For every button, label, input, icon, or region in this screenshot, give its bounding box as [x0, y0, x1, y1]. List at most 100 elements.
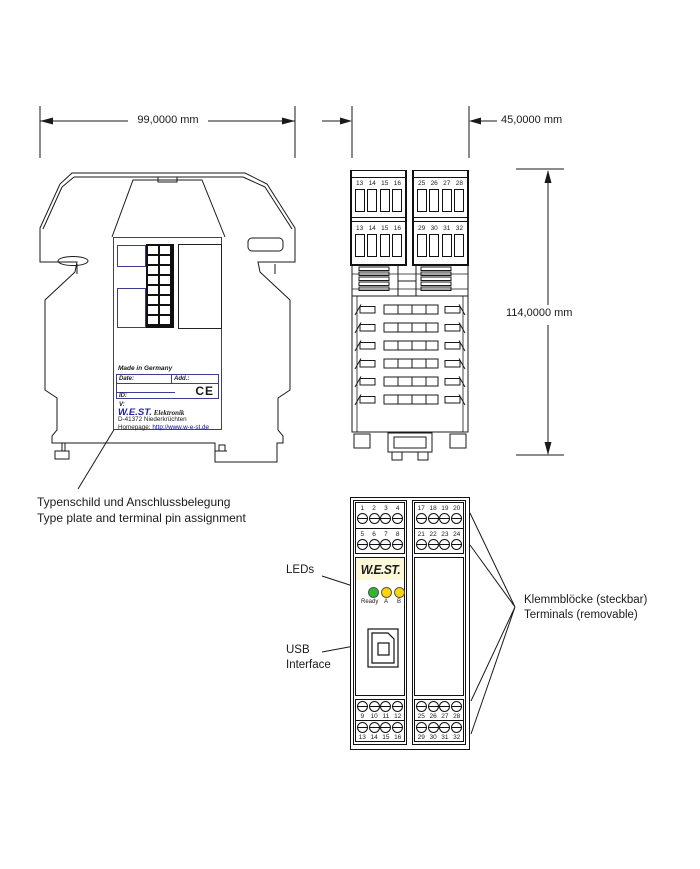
label-box-small-bottom — [117, 288, 146, 328]
terminal: 29 — [415, 721, 427, 741]
terminal-number: 14 — [368, 225, 376, 232]
block-top-strip — [352, 171, 405, 178]
screw-terminal-icon — [368, 701, 380, 712]
add-label: Add.: — [174, 376, 190, 382]
block-divider — [414, 217, 467, 222]
type-plate-annotation-de: Typenschild und Anschlussbelegung — [37, 495, 231, 509]
terminal-slot-icon — [454, 234, 465, 257]
screw-terminal-icon — [451, 538, 463, 550]
brand-line: W.E.ST. Elektronik — [118, 402, 184, 420]
screw-terminal-icon — [451, 722, 463, 733]
screw-terminal-icon — [439, 722, 451, 733]
terminal-number: 5 — [360, 530, 365, 538]
id-label: ID: — [119, 393, 127, 399]
led-ready-icon — [368, 587, 379, 598]
terminal: 12 — [392, 700, 404, 720]
terminal-number: 10 — [370, 713, 378, 720]
terminal-number: 12 — [394, 713, 402, 720]
terminals-annotation-en: Terminals (removable) — [524, 609, 638, 621]
terminal: 13 — [354, 179, 365, 212]
terminal-number: 31 — [441, 734, 449, 741]
screw-terminal-icon — [356, 513, 368, 525]
terminals-annotation-de: Klemmblöcke (steckbar) — [524, 594, 648, 606]
terminal-row: 5 6 7 8 — [356, 529, 404, 554]
terminal-number: 31 — [443, 225, 451, 232]
terminal-number: 32 — [455, 225, 463, 232]
screw-terminal-icon — [392, 722, 404, 733]
terminal: 5 — [356, 530, 368, 551]
terminal-number: 15 — [382, 734, 390, 741]
terminal-number: 13 — [358, 734, 366, 741]
side-view-terminal-blocks: 13 14 15 16 13 14 — [350, 170, 470, 266]
label-box-small-top — [117, 245, 146, 267]
terminal: 18 — [427, 505, 439, 525]
terminal-slot-icon — [429, 234, 440, 257]
homepage-url: http://www.w-e-st.de — [152, 424, 210, 431]
terminal-row: 13 14 15 16 — [356, 721, 404, 741]
terminal-number: 27 — [441, 713, 449, 720]
terminal: 22 — [427, 530, 439, 551]
brand-logo-text: W.E.ST. — [118, 407, 152, 418]
terminal: 30 — [429, 224, 440, 257]
terminal-number: 4 — [395, 505, 400, 513]
terminal-number: 9 — [360, 713, 365, 720]
date-label: Date: — [117, 375, 172, 383]
connector-grid-icon — [146, 244, 174, 328]
terminal-number: 29 — [417, 734, 425, 741]
terminal-row: 13 14 15 16 — [352, 223, 405, 261]
terminal-number: 18 — [429, 505, 437, 513]
dim-114mm-text: 114,0000 mm — [504, 307, 575, 319]
dimension-114mm — [516, 168, 564, 456]
screw-terminal-icon — [415, 701, 427, 712]
terminal: 4 — [392, 505, 404, 525]
leds-annotation: LEDs — [286, 564, 315, 576]
dimension-99mm — [39, 106, 296, 158]
terminal-slot-icon — [392, 234, 403, 257]
label-box-right — [178, 244, 222, 329]
screw-terminal-icon — [439, 538, 451, 550]
screw-terminal-icon — [380, 722, 392, 733]
screw-terminal-icon — [380, 701, 392, 712]
side-terminal-block-left: 13 14 15 16 13 14 — [350, 170, 407, 266]
terminal: 23 — [439, 531, 451, 551]
terminal: 27 — [441, 179, 452, 212]
terminal-block-bottom-right: 25 26 27 28 29 — [414, 699, 464, 742]
terminal: 14 — [367, 224, 378, 257]
terminal-row: 9 10 11 12 — [356, 700, 404, 721]
terminal: 26 — [429, 179, 440, 212]
type-plate-annotation: Typenschild und Anschlussbelegung Type p… — [37, 494, 246, 526]
terminal-leader-lines — [469, 512, 516, 735]
address-text: D-41372 Niederkrüchten — [118, 416, 187, 423]
front-panel-left: 1 2 3 4 5 6 — [353, 500, 407, 745]
terminal-number: 28 — [453, 713, 461, 720]
terminal-number: 14 — [368, 180, 376, 187]
terminal-slot-icon — [367, 189, 378, 212]
terminal-number: 30 — [429, 734, 437, 741]
screw-terminal-icon — [415, 513, 427, 525]
screw-terminal-icon — [356, 722, 368, 733]
terminal-number: 25 — [417, 713, 425, 720]
screw-terminal-icon — [368, 722, 380, 733]
terminal-slot-icon — [379, 189, 390, 212]
dim-99mm-text: 99,0000 mm — [137, 114, 199, 126]
terminal-slot-icon — [354, 234, 365, 257]
terminal: 28 — [451, 700, 463, 720]
terminal: 3 — [380, 505, 392, 525]
screw-terminal-icon — [415, 538, 427, 550]
terminal: 29 — [416, 224, 427, 257]
terminal: 14 — [367, 179, 378, 212]
terminal: 31 — [439, 721, 451, 741]
usb-annotation-line1: USB — [286, 644, 310, 656]
terminal-number: 22 — [429, 530, 437, 538]
led-a-label: A — [384, 599, 389, 605]
terminal-slot-icon — [429, 189, 440, 212]
front-middle-left: W.E.ST. Ready A B — [355, 557, 405, 696]
terminal-number: 14 — [370, 734, 378, 741]
screw-terminal-icon — [439, 513, 451, 525]
terminal-slot-icon — [416, 234, 427, 257]
terminal-number: 16 — [394, 734, 402, 741]
terminal-number: 16 — [393, 180, 401, 187]
front-middle-right — [414, 557, 464, 696]
